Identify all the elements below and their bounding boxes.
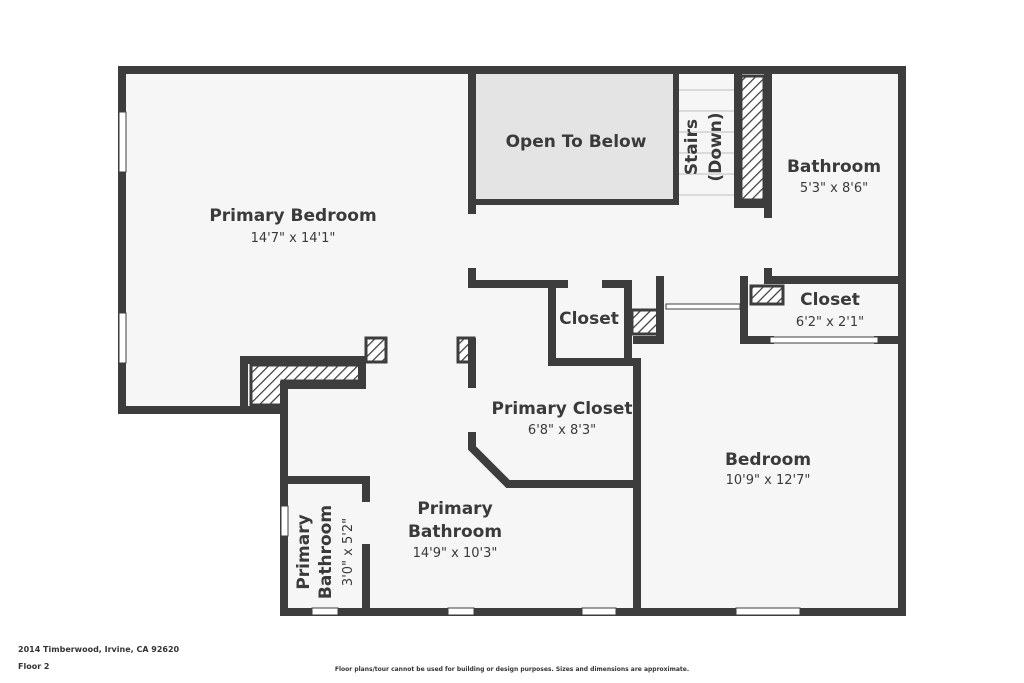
label-stairs-down: (Down): [706, 112, 726, 181]
window-bedroom-lower: [118, 312, 127, 364]
dims-primary-bedroom: 14'7" x 14'1": [251, 231, 336, 246]
footer-address: 2014 Timberwood, Irvine, CA 92620: [18, 645, 180, 654]
window-bath-bottom-1: [447, 607, 475, 616]
footer-floor: Floor 2: [18, 662, 50, 671]
label-small-bath-2: Bathroom: [316, 505, 336, 599]
stairs-treads: [679, 89, 735, 196]
wall-bedroom-notch: [240, 356, 366, 414]
wall-primary-closet-bottom: [468, 432, 641, 488]
opening-hall: [665, 303, 741, 310]
wall-corner-upper: [468, 268, 556, 288]
open-to-below-area: [476, 74, 673, 202]
dims-primary-bathroom: 14'9" x 10'3": [413, 546, 498, 561]
label-stairs: Stairs: [682, 119, 702, 175]
label-bedroom: Bedroom: [725, 450, 811, 470]
window-bath-bottom-2: [581, 607, 617, 616]
wall-bathroom-south: [764, 268, 906, 284]
wall-right-closet-west: [740, 276, 774, 344]
hatch-right-closet: [749, 284, 785, 306]
wall-closet-east: [602, 280, 632, 366]
footer-disclaimer: Floor plans/tour cannot be used for buil…: [334, 666, 690, 673]
wall-closet-west: [548, 280, 636, 366]
label-primary-bedroom: Primary Bedroom: [209, 206, 376, 226]
label-primary-bathroom-2: Bathroom: [408, 522, 502, 542]
wall-small-bath-top: [280, 476, 370, 502]
dims-small-bath: 3'0" x 5'2": [341, 518, 356, 586]
dims-bedroom: 10'9" x 12'7": [726, 473, 811, 488]
label-open-to-below: Open To Below: [506, 132, 647, 152]
dims-bathroom: 5'3" x 8'6": [800, 181, 868, 196]
label-closet: Closet: [559, 309, 619, 329]
window-small-bath-bottom: [311, 607, 339, 616]
dims-primary-closet: 6'8" x 8'3": [528, 423, 596, 438]
window-closet-bottom: [769, 336, 879, 344]
wall-hall-right: [633, 276, 664, 344]
hatch-closet: [630, 308, 660, 336]
window-bedroom-bottom: [735, 607, 801, 616]
label-primary-closet: Primary Closet: [492, 399, 633, 419]
label-bathroom: Bathroom: [787, 157, 881, 177]
dims-closet-right: 6'2" x 2'1": [796, 315, 864, 330]
walls: [118, 66, 906, 616]
label-small-bath-1: Primary: [294, 514, 314, 589]
hatch-chimney: [739, 74, 766, 202]
room-labels: Primary Bedroom 14'7" x 14'1" Open To Be…: [209, 112, 881, 599]
label-closet-right: Closet: [800, 290, 860, 310]
window-small-bath: [280, 505, 289, 537]
hatch-post-2: [364, 336, 388, 364]
windows: [118, 111, 879, 616]
window-bedroom-upper: [118, 111, 127, 173]
label-primary-bathroom-1: Primary: [417, 499, 492, 519]
